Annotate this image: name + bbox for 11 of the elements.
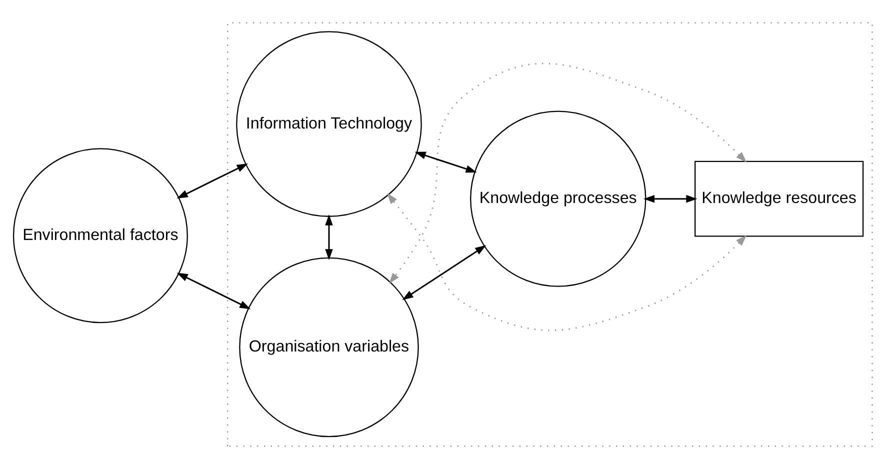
arrow	[643, 194, 698, 202]
arrow	[176, 162, 248, 198]
arrow	[325, 214, 333, 260]
node-box: Knowledge resources	[694, 160, 864, 236]
arrow	[386, 192, 747, 330]
cluster	[227, 22, 873, 446]
arrow	[388, 62, 747, 284]
node-circle: Knowledge processes	[470, 110, 646, 286]
arrow	[176, 272, 251, 309]
arrow	[414, 151, 477, 172]
arrow	[402, 244, 486, 300]
